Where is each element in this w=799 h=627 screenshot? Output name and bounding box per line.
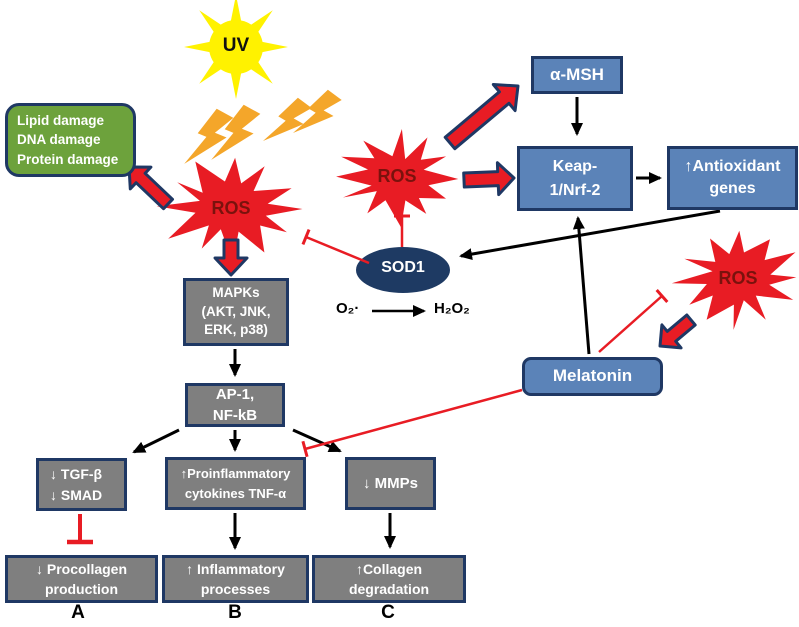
keap-line2: 1/Nrf-2 (549, 181, 601, 199)
keap-line1: Keap- (552, 158, 598, 176)
block-arrow-ros-to-melatonin (658, 313, 697, 350)
collagen-line2: degradation (348, 581, 430, 597)
collagen-degradation-box: ↑Collagen degradation (312, 555, 466, 603)
melatonin-box: Melatonin (522, 357, 663, 396)
mapks-box: MAPKs (AKT, JNK, ERK, p38) (183, 278, 289, 346)
inhibit-sod1-to-ros-middle (394, 214, 410, 247)
proinflammatory-cytokines-box: ↑Proinflammatory cytokines TNF-α (165, 457, 306, 510)
uv-sun-icon (184, 0, 288, 99)
ros-starburst-left-label: ROS (211, 198, 251, 218)
melatonin-label: Melatonin (552, 366, 633, 386)
arrow-antioxidant-to-sod1 (459, 209, 721, 261)
tgf-smad-box: ↓ TGF-β ↓ SMAD (36, 458, 127, 511)
damage-line-dna: DNA damage (17, 132, 101, 148)
panel-label-b: B (228, 602, 242, 623)
damage-line-protein: Protein damage (17, 151, 119, 167)
ros-starburst-middle (336, 129, 459, 228)
inhibit-melatonin-to-proinflammatory (301, 388, 523, 458)
ros-starburst-right (671, 230, 797, 330)
arrow-ap1-to-mmps (292, 428, 342, 453)
lightning-bolt-icon (211, 104, 261, 160)
lightning-bolt-icon (262, 97, 312, 142)
collagen-line1: ↑Collagen (355, 560, 423, 577)
amsh-label: α-MSH (550, 64, 604, 84)
amsh-box: α-MSH (531, 56, 623, 94)
block-arrow-ros-to-damage (127, 165, 174, 211)
mmps-box: ↓ MMPs (345, 457, 436, 510)
arrow-melatonin-to-keap (572, 216, 591, 355)
lightning-bolt-icon (292, 89, 342, 134)
arrow-ap1-to-tgf (132, 428, 180, 454)
lightning-bolt-icon (184, 108, 234, 164)
block-arrow-ros-to-amsh (443, 83, 520, 151)
panel-label-c: C (381, 602, 395, 623)
ap1-nfkb-box: AP-1, NF-kB (185, 383, 285, 427)
hydrogen-peroxide-label: H₂O₂ (434, 300, 470, 317)
ros-starburst-right-label: ROS (718, 268, 758, 288)
sod1-label: SOD1 (381, 259, 425, 276)
ros-starburst-middle-label: ROS (377, 166, 417, 186)
sod1-ellipse (356, 247, 450, 293)
ap1-line1: AP-1, (215, 386, 255, 403)
mapks-line2: (AKT, JNK, (201, 303, 271, 319)
mmps-label: ↓ MMPs (362, 474, 418, 492)
inhibit-melatonin-to-ros-right (598, 289, 669, 353)
inflammatory-processes-box: ↑ Inflammatory processes (162, 555, 309, 603)
tgf-line2: ↓ SMAD (50, 486, 103, 503)
antioxidant-line1: ↑Antioxidant (684, 157, 781, 175)
panel-label-a: A (71, 602, 85, 623)
proinflammatory-line2: cytokines TNF-α (184, 485, 287, 501)
tgf-line1: ↓ TGF-β (50, 465, 103, 482)
block-arrow-ros-to-mapks (213, 238, 249, 277)
ap1-line2: NF-kB (212, 407, 258, 424)
procollagen-line1: ↓ Procollagen (35, 560, 128, 577)
inflammatory-line1: ↑ Inflammatory (186, 560, 285, 577)
damage-box: Lipid damage DNA damage Protein damage (5, 103, 136, 177)
ros-starburst-left (156, 157, 303, 263)
proinflammatory-line1: ↑Proinflammatory (180, 466, 291, 481)
inhibit-tgf-to-procollagen (67, 514, 93, 545)
block-arrow-ros-to-keap (462, 161, 516, 197)
antioxidant-line2: genes (709, 180, 756, 197)
antioxidant-genes-box: ↑Antioxidant genes (667, 146, 798, 210)
keap-nrf2-box: Keap- 1/Nrf-2 (517, 146, 633, 211)
procollagen-line2: production (44, 581, 119, 597)
uv-sun-label: UV (222, 35, 250, 56)
superoxide-label: O₂· (336, 300, 360, 317)
damage-line-lipid: Lipid damage (17, 112, 105, 128)
inhibit-sod1-to-ros-left (301, 229, 370, 265)
procollagen-production-box: ↓ Procollagen production (5, 555, 158, 603)
mapks-line1: MAPKs (212, 284, 260, 300)
mapks-line3: ERK, p38) (204, 322, 268, 338)
inflammatory-line2: processes (200, 581, 271, 597)
